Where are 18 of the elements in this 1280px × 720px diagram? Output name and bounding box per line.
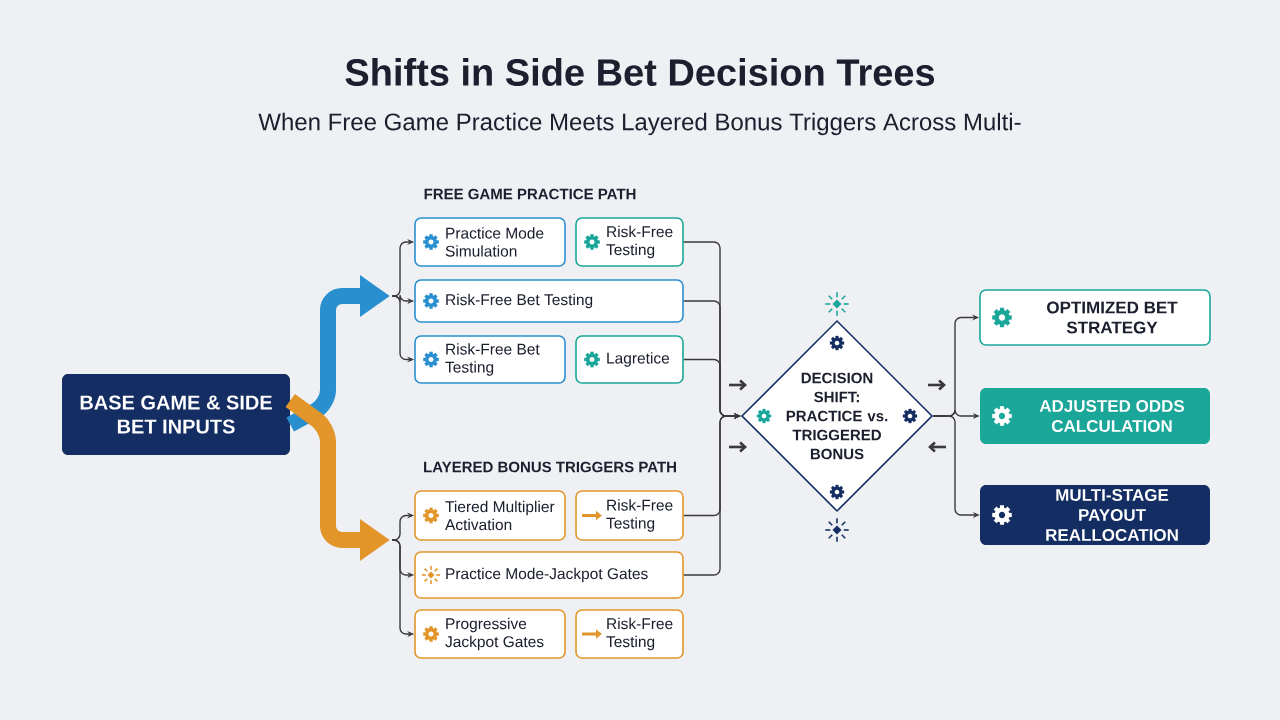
input-box: BASE GAME & SIDE BET INPUTS <box>62 374 290 455</box>
section-heading: FREE GAME PRACTICE PATH <box>424 188 636 200</box>
step-box: Practice Mode Simulation <box>414 217 566 267</box>
outcome-box: OPTIMIZED BET STRATEGY <box>979 289 1211 346</box>
step-box: Lagretice <box>575 335 684 384</box>
step-box: Risk-Free Bet Testing <box>414 279 684 323</box>
step-box: Risk-Free Testing <box>575 217 684 267</box>
section-heading: LAYERED BONUS TRIGGERS PATH <box>424 461 676 473</box>
step-box: Risk-Free Bet Testing <box>414 335 566 384</box>
title: Shifts in Side Bet Decision Trees <box>345 58 935 86</box>
step-box: Risk-Free Testing <box>575 490 684 541</box>
step-box: Progressive Jackpot Gates <box>414 609 566 659</box>
step-box: Tiered Multiplier Activation <box>414 490 566 541</box>
subtitle: When Free Game Practice Meets Layered Bonus Triggers Across Multi- <box>258 112 1021 136</box>
outcome-box: MULTI-STAGE PAYOUT REALLOCATION <box>980 485 1210 545</box>
outcome-box: ADJUSTED ODDS CALCULATION <box>980 388 1210 444</box>
step-box: Risk-Free Testing <box>575 609 684 659</box>
step-box: Practice Mode-Jackpot Gates <box>414 551 684 599</box>
